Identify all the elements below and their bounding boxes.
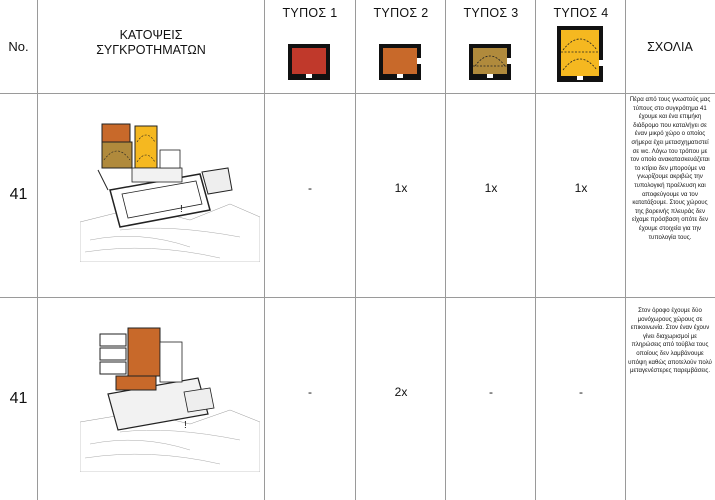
grid-line: [445, 0, 446, 500]
type-2-swatch: [379, 44, 421, 80]
header-notes: ΣΧΟΛΙΑ: [647, 39, 693, 54]
type-1-fill: [292, 48, 326, 74]
type-2-label: ΤΥΠΟΣ 2: [373, 6, 429, 20]
row-1-type-3-value: 1x: [484, 181, 498, 195]
row-1-floor-plan: !: [80, 112, 260, 262]
svg-text:!: !: [184, 420, 187, 431]
row-2-type-2-value: 2x: [394, 385, 408, 399]
row-1-number: 41: [9, 186, 28, 203]
row-2-floor-plan: !: [80, 322, 260, 472]
grid-line: [0, 93, 715, 94]
row-1-type-4-value: 1x: [574, 181, 588, 195]
row-2-number: 41: [9, 389, 28, 407]
row-1-type-2-value: 1x: [394, 181, 408, 195]
type-3-label: ΤΥΠΟΣ 3: [463, 6, 519, 20]
grid-line: [37, 0, 38, 500]
svg-text:!: !: [180, 204, 183, 215]
grid-line: [625, 0, 626, 500]
row-2-type-1-value: -: [308, 385, 312, 399]
row-2-note: Στον όροφο έχουμε δύο μονόχωρους χώρους …: [628, 307, 712, 375]
grid-line: [0, 297, 715, 298]
header-plans-line1: ΚΑΤΟΨΕΙΣ: [119, 28, 183, 42]
grid-line: [264, 0, 265, 500]
row-2-type-4-value: -: [579, 385, 583, 399]
grid-line: [355, 0, 356, 500]
row-2-type-3-value: -: [489, 385, 493, 399]
grid-line: [535, 0, 536, 500]
type-4-label: ΤΥΠΟΣ 4: [553, 6, 609, 20]
type-1-label: ΤΥΠΟΣ 1: [282, 6, 338, 20]
type-3-swatch: [469, 44, 511, 80]
row-1-type-1-value: -: [308, 181, 312, 195]
type-1-swatch: [288, 44, 330, 80]
row-1-note: Πέρα από τους γνωστούς μας τύπους στο συ…: [629, 96, 711, 241]
header-plans: ΚΑΤΟΨΕΙΣ ΣΥΓΚΡΟΤΗΜΑΤΩΝ: [38, 28, 264, 58]
header-no: No.: [8, 39, 29, 54]
header-plans-line2: ΣΥΓΚΡΟΤΗΜΑΤΩΝ: [96, 43, 206, 57]
type-4-swatch: [557, 26, 603, 82]
